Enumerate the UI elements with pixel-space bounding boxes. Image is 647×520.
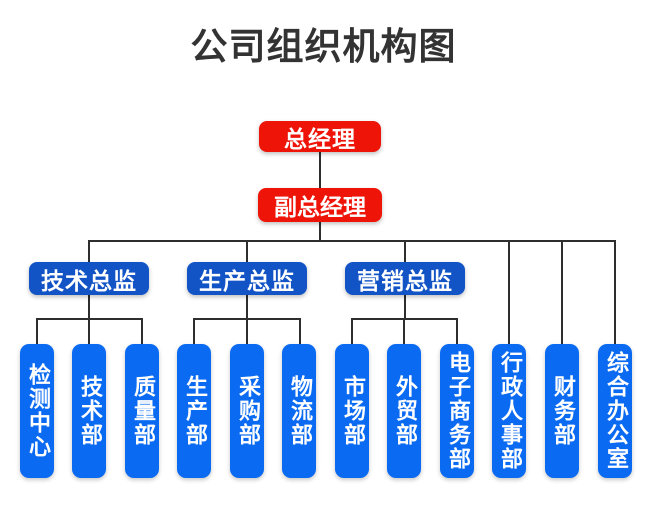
dept-finance: 财务部 xyxy=(545,344,579,478)
dept-general-office: 综合办公室 xyxy=(598,344,632,478)
dept-technical: 技术部 xyxy=(72,344,106,478)
connector-main-horizontal xyxy=(88,240,616,242)
dept-testing-center: 检测中心 xyxy=(20,344,54,478)
connector-stem-marketing-director xyxy=(404,295,406,319)
node-deputy-general-manager: 副总经理 xyxy=(258,188,382,222)
connector-drop-technical-dept xyxy=(88,318,90,344)
connector-drop-logistics-dept xyxy=(299,318,301,344)
connector-stem-technical-director xyxy=(88,295,90,319)
dept-production: 生产部 xyxy=(177,344,211,478)
connector-drop-admin-hr xyxy=(508,240,510,344)
node-general-manager: 总经理 xyxy=(259,121,381,153)
connector-drop-production-director xyxy=(246,240,248,262)
dept-foreign-trade: 外贸部 xyxy=(387,344,421,478)
connector-drop-foreign-trade-dept xyxy=(403,318,405,344)
connector-drop-finance xyxy=(561,240,563,344)
connector-drop-ecommerce-dept xyxy=(456,318,458,344)
page-title: 公司组织机构图 xyxy=(190,25,457,68)
connector-drop-general-office xyxy=(614,240,616,344)
connector-drop-testing-center xyxy=(36,318,38,344)
connector-drop-technical-director xyxy=(88,240,90,262)
connector-drop-quality-dept xyxy=(141,318,143,344)
connector-drop-marketing-director xyxy=(404,240,406,262)
connector-ceo-deputy xyxy=(319,152,321,188)
dept-logistics: 物流部 xyxy=(282,344,316,478)
dept-admin-hr: 行政人事部 xyxy=(492,344,526,478)
connector-drop-marketing-dept xyxy=(351,318,353,344)
dept-purchasing: 采购部 xyxy=(230,344,264,478)
node-marketing-director: 营销总监 xyxy=(345,262,465,295)
dept-quality: 质量部 xyxy=(125,344,159,478)
connector-drop-production-dept xyxy=(193,318,195,344)
dept-ecommerce: 电子商务部 xyxy=(440,344,474,478)
dept-marketing: 市场部 xyxy=(335,344,369,478)
connector-drop-purchasing-dept xyxy=(246,318,248,344)
connector-stem-production-director xyxy=(246,295,248,319)
node-technical-director: 技术总监 xyxy=(29,262,149,295)
connector-deputy-trunk xyxy=(319,222,321,240)
node-production-director: 生产总监 xyxy=(187,262,307,295)
